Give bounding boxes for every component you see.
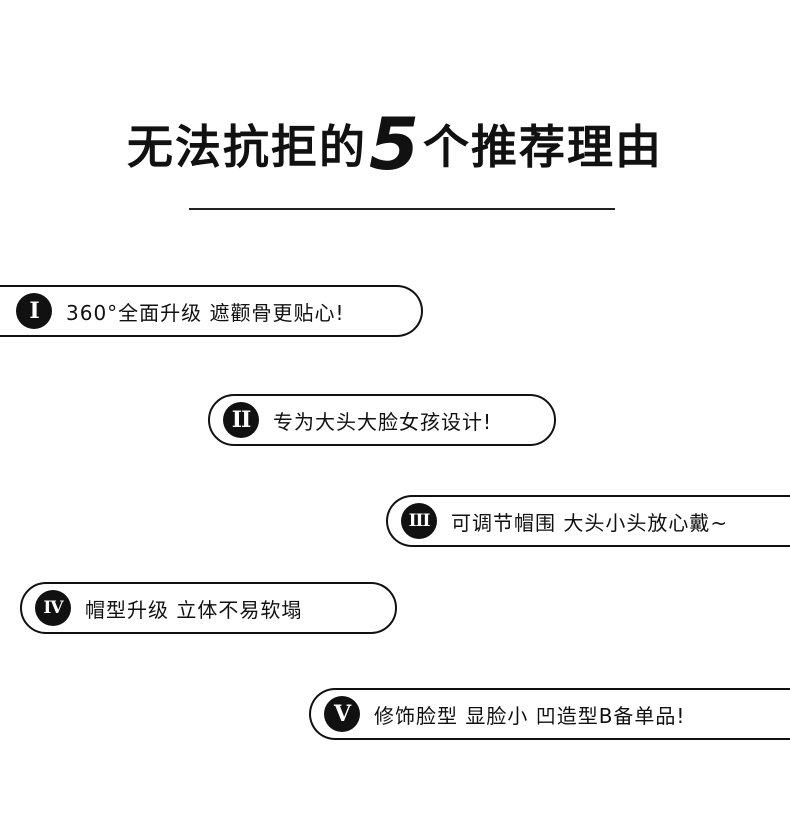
reason-text-4: 帽型升级 立体不易软塌	[85, 597, 303, 622]
reason-item-5: V 修饰脸型 显脸小 凹造型B备单品!	[309, 688, 790, 740]
reason-item-3: III 可调节帽围 大头小头放心戴~	[386, 495, 790, 547]
reason-text-2: 专为大头大脸女孩设计!	[273, 409, 493, 434]
roman-numeral-badge-5: V	[324, 696, 360, 732]
reason-text-3: 可调节帽围 大头小头放心戴~	[451, 510, 729, 535]
title-number: 5	[368, 102, 422, 186]
roman-numeral-badge-2: II	[223, 402, 259, 438]
title-text-after: 个推荐理由	[423, 120, 664, 174]
reason-item-4: IV 帽型升级 立体不易软塌	[20, 582, 397, 634]
reason-text-5: 修饰脸型 显脸小 凹造型B备单品!	[374, 703, 686, 728]
roman-numeral-badge-4: IV	[35, 590, 71, 626]
roman-numeral-badge-1: I	[16, 293, 52, 329]
reason-item-1: I 360°全面升级 遮颧骨更贴心!	[0, 285, 423, 337]
reason-item-2: II 专为大头大脸女孩设计!	[208, 394, 556, 446]
reason-text-1: 360°全面升级 遮颧骨更贴心!	[66, 300, 345, 325]
roman-numeral-badge-3: III	[401, 503, 437, 539]
title-divider	[189, 208, 615, 210]
page-title: 无法抗拒的5个推荐理由	[0, 104, 790, 187]
title-text-before: 无法抗拒的	[126, 120, 367, 174]
